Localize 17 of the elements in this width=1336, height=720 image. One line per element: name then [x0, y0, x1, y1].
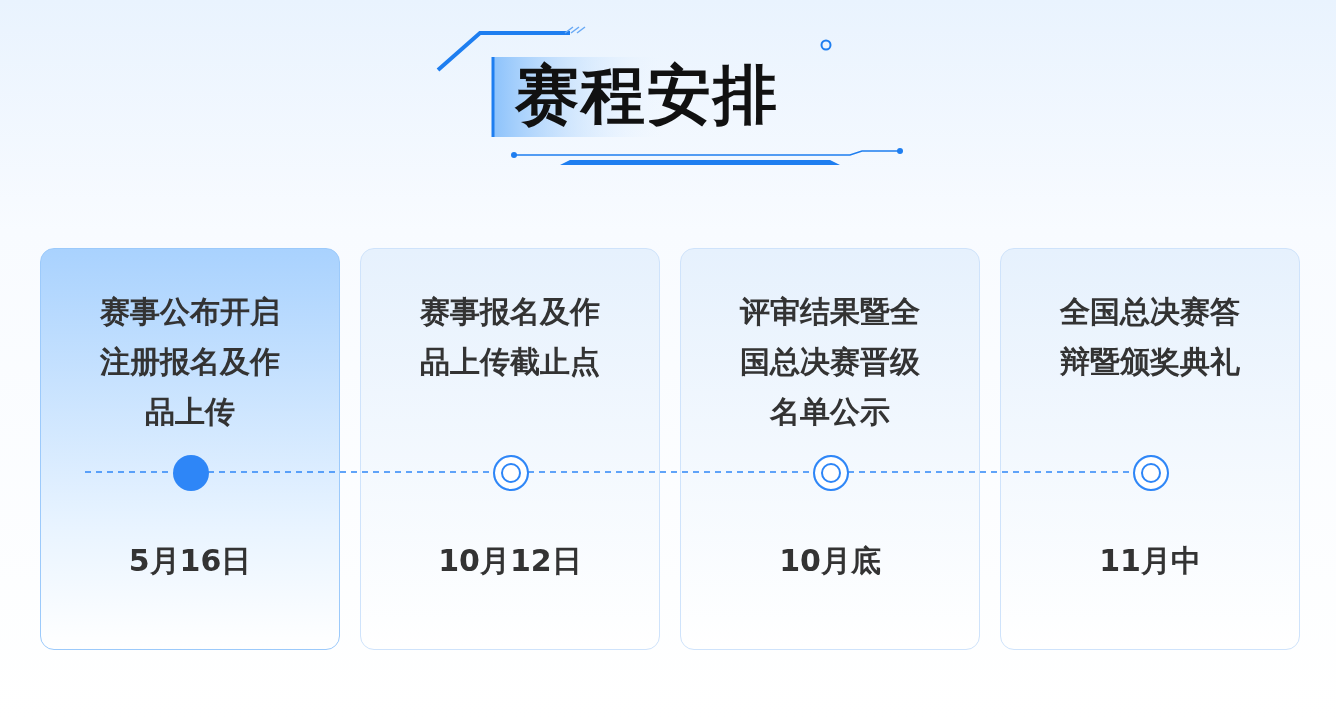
stage-title: 赛事报名及作品上传截止点: [420, 293, 600, 381]
timeline-ring: [493, 455, 529, 491]
stage-card: [680, 248, 980, 650]
stage-date: 10月底: [779, 542, 881, 580]
title: 赛程安排: [515, 57, 779, 134]
timeline-ring: [1133, 455, 1169, 491]
stage-date: 10月12日: [438, 542, 582, 580]
timeline-dot: [173, 455, 209, 491]
stage-title: 赛事公布开启注册报名及作品上传: [100, 293, 280, 431]
stage-card: [1000, 248, 1300, 650]
stage-card: [360, 248, 660, 650]
stage-card: [40, 248, 340, 650]
timeline-ring: [813, 455, 849, 491]
stage-title: 评审结果暨全国总决赛晋级名单公示: [740, 293, 920, 431]
stage-date: 5月16日: [128, 542, 252, 580]
stage-title: 全国总决赛答辩暨颁奖典礼: [1060, 293, 1240, 381]
stage-date: 11月中: [1099, 542, 1201, 580]
